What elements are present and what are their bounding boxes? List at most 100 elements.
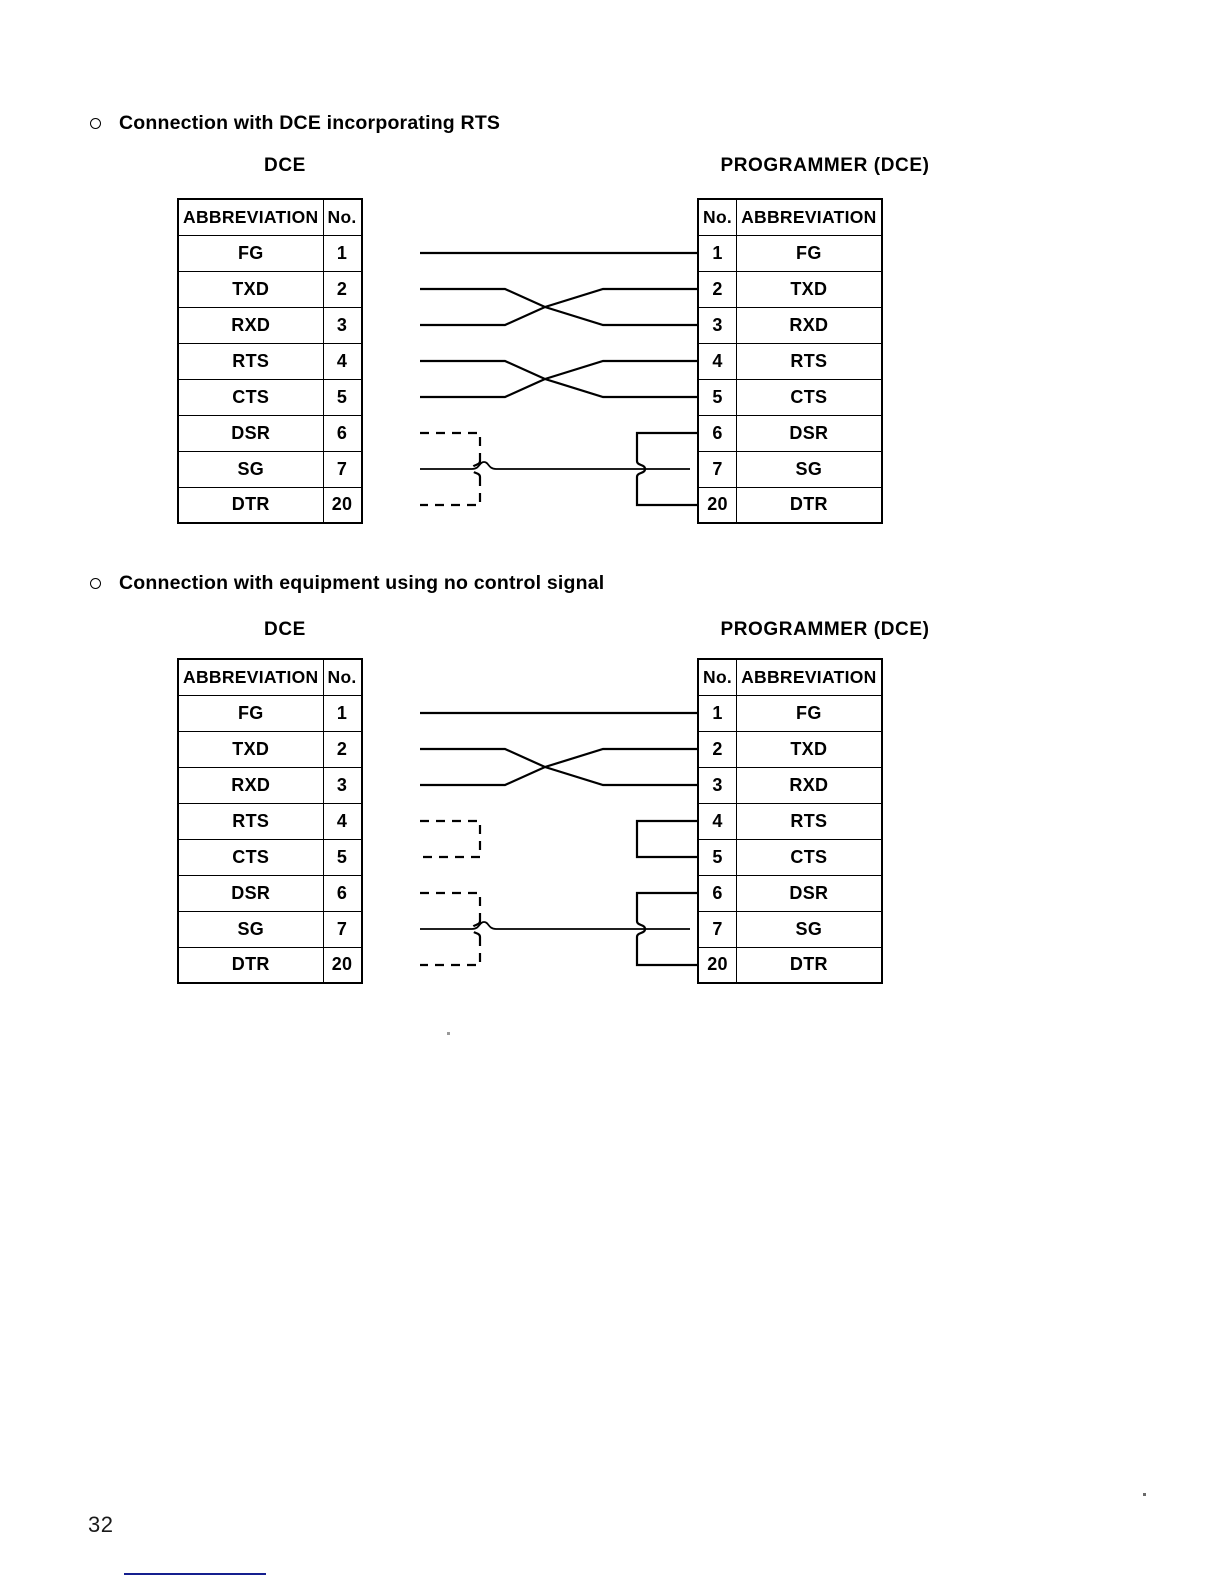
diagram-2-left-table: ABBREVIATION No. FG 1 TXD 2 RXD 3 RTS 4 …: [177, 658, 363, 984]
scan-artifact-speck: [447, 1032, 450, 1035]
cell-abbreviation: DTR: [177, 946, 324, 984]
cell-number: 1: [322, 694, 363, 732]
table-row: 1 FG: [697, 694, 883, 732]
table-row: RXD 3: [177, 306, 363, 344]
cell-number: 5: [322, 378, 363, 416]
diagram-1-right-table: No. ABBREVIATION 1 FG 2 TXD 3 RXD 4 RTS …: [697, 198, 883, 524]
cell-number: 2: [697, 730, 738, 768]
cell-abbreviation: DSR: [177, 874, 324, 912]
table-row: 3 RXD: [697, 766, 883, 804]
cell-abbreviation: TXD: [177, 270, 324, 308]
table-row: FG 1: [177, 234, 363, 272]
diagram-2-right-title: PROGRAMMER (DCE): [720, 619, 930, 640]
table-row: 20 DTR: [697, 946, 883, 984]
table-row: CTS 5: [177, 378, 363, 416]
header-number: No.: [322, 658, 363, 696]
cell-number: 4: [322, 802, 363, 840]
table-header-row: ABBREVIATION No.: [177, 658, 363, 696]
cell-abbreviation: DSR: [736, 874, 883, 912]
cell-abbreviation: TXD: [736, 270, 883, 308]
cell-abbreviation: RTS: [177, 342, 324, 380]
cell-number: 20: [697, 486, 738, 524]
cell-number: 1: [322, 234, 363, 272]
cell-abbreviation: FG: [177, 694, 324, 732]
cell-abbreviation: SG: [177, 910, 324, 948]
table-row: 5 CTS: [697, 838, 883, 876]
cell-number: 7: [697, 910, 738, 948]
cell-number: 1: [697, 234, 738, 272]
circle-bullet-icon: [90, 578, 101, 589]
cell-number: 3: [322, 766, 363, 804]
diagram-1-wiring: [420, 251, 697, 507]
cell-abbreviation: RXD: [736, 306, 883, 344]
cell-number: 6: [322, 414, 363, 452]
table-row: RTS 4: [177, 342, 363, 380]
cell-number: 5: [322, 838, 363, 876]
section-heading-2: Connection with equipment using no contr…: [90, 572, 604, 595]
section-heading-1-text: Connection with DCE incorporating RTS: [119, 112, 501, 134]
cell-number: 6: [697, 874, 738, 912]
cell-abbreviation: RTS: [736, 342, 883, 380]
cell-abbreviation: CTS: [736, 838, 883, 876]
table-row: FG 1: [177, 694, 363, 732]
cell-abbreviation: RTS: [177, 802, 324, 840]
header-abbreviation: ABBREVIATION: [177, 658, 324, 696]
cell-abbreviation: TXD: [177, 730, 324, 768]
cell-abbreviation: FG: [177, 234, 324, 272]
cell-abbreviation: RTS: [736, 802, 883, 840]
cell-abbreviation: SG: [736, 910, 883, 948]
table-row: CTS 5: [177, 838, 363, 876]
section-heading-2-text: Connection with equipment using no contr…: [119, 572, 605, 594]
table-row: DTR 20: [177, 946, 363, 984]
cell-number: 6: [322, 874, 363, 912]
table-row: 20 DTR: [697, 486, 883, 524]
table-row: 1 FG: [697, 234, 883, 272]
header-abbreviation: ABBREVIATION: [736, 198, 883, 236]
header-number: No.: [322, 198, 363, 236]
diagram-1-left-table: ABBREVIATION No. FG 1 TXD 2 RXD 3 RTS 4 …: [177, 198, 363, 524]
cell-number: 2: [322, 730, 363, 768]
cell-abbreviation: RXD: [736, 766, 883, 804]
page-number: 32: [88, 1512, 114, 1537]
cell-number: 5: [697, 378, 738, 416]
cell-abbreviation: RXD: [177, 766, 324, 804]
cell-number: 1: [697, 694, 738, 732]
table-row: 6 DSR: [697, 414, 883, 452]
section-heading-1: Connection with DCE incorporating RTS: [90, 112, 500, 135]
cell-number: 5: [697, 838, 738, 876]
table-row: 4 RTS: [697, 802, 883, 840]
table-row: RXD 3: [177, 766, 363, 804]
scan-artifact-speck: [1143, 1493, 1146, 1496]
table-row: 3 RXD: [697, 306, 883, 344]
diagram-2-right-table: No. ABBREVIATION 1 FG 2 TXD 3 RXD 4 RTS …: [697, 658, 883, 984]
table-header-row: No. ABBREVIATION: [697, 658, 883, 696]
cell-abbreviation: DSR: [736, 414, 883, 452]
cell-abbreviation: TXD: [736, 730, 883, 768]
diagram-2-left-title: DCE: [264, 619, 306, 640]
cell-number: 20: [322, 946, 363, 984]
table-row: 7 SG: [697, 910, 883, 948]
cell-abbreviation: FG: [736, 694, 883, 732]
cell-number: 7: [697, 450, 738, 488]
cell-number: 4: [697, 802, 738, 840]
header-number: No.: [697, 658, 738, 696]
table-row: DSR 6: [177, 874, 363, 912]
table-row: 4 RTS: [697, 342, 883, 380]
circle-bullet-icon: [90, 118, 101, 129]
cell-abbreviation: RXD: [177, 306, 324, 344]
table-row: TXD 2: [177, 730, 363, 768]
cell-number: 20: [697, 946, 738, 984]
table-row: SG 7: [177, 910, 363, 948]
header-abbreviation: ABBREVIATION: [736, 658, 883, 696]
footer-rule: [124, 1573, 266, 1575]
cell-abbreviation: DTR: [736, 486, 883, 524]
cell-abbreviation: CTS: [177, 838, 324, 876]
table-header-row: No. ABBREVIATION: [697, 198, 883, 236]
cell-abbreviation: DTR: [177, 486, 324, 524]
cell-number: 4: [322, 342, 363, 380]
table-row: 2 TXD: [697, 270, 883, 308]
table-row: 2 TXD: [697, 730, 883, 768]
table-row: RTS 4: [177, 802, 363, 840]
diagram-1-left-title: DCE: [264, 155, 306, 176]
